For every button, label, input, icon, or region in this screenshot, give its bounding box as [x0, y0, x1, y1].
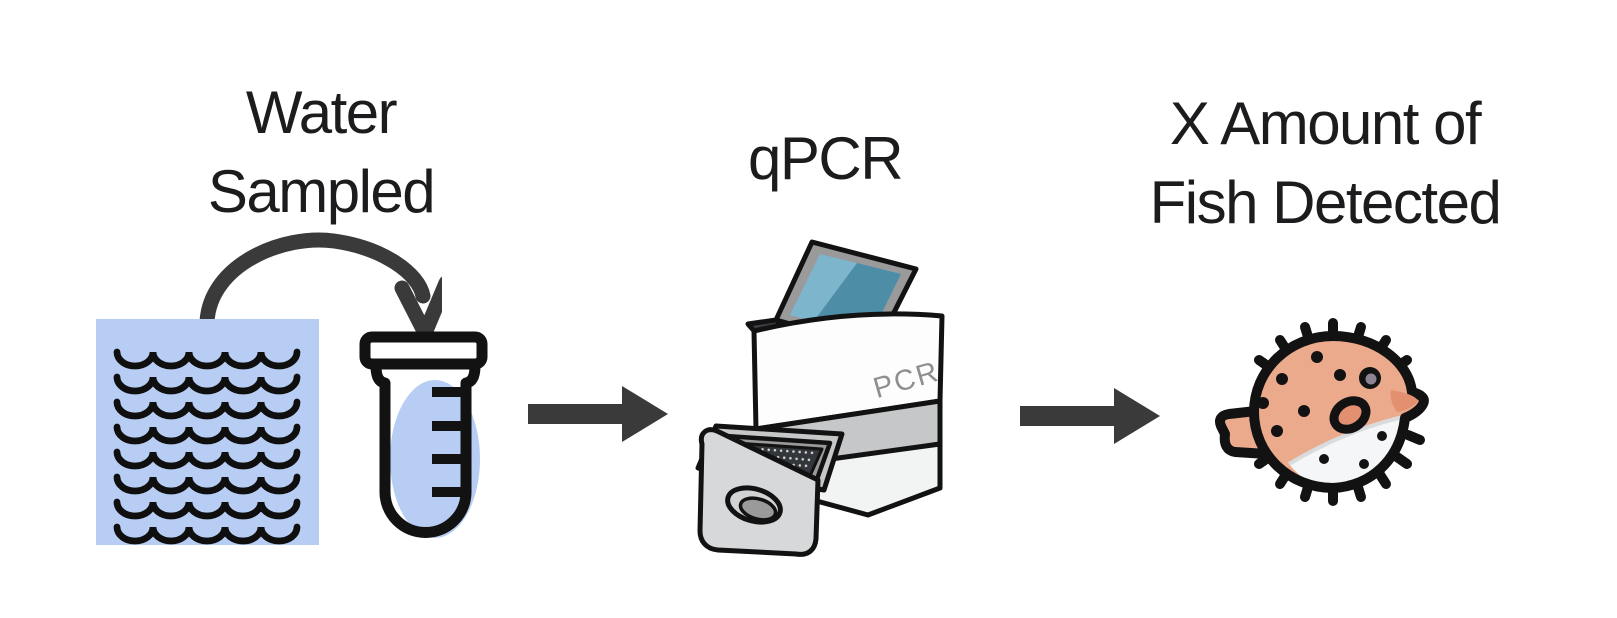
fish-snout — [1390, 390, 1418, 412]
pufferfish-icon — [1215, 318, 1429, 506]
step-label-qpcr: qPCR — [625, 120, 1025, 199]
label-line: Fish Detected — [1149, 168, 1502, 236]
right-arrow-icon — [528, 386, 668, 442]
tube-cap-rim — [359, 331, 488, 370]
sample-tube-icon — [359, 331, 488, 538]
label-line: qPCR — [747, 125, 904, 192]
qpcr-machine-icon: PCR — [695, 239, 945, 557]
machine-drawer — [695, 423, 845, 557]
step-label-water-sampled: Water Sampled — [121, 74, 521, 231]
step-label-fish-detected: X Amount of Fish Detected — [1125, 85, 1525, 242]
water-waves-icon — [96, 319, 319, 545]
fish-pupil — [1365, 373, 1377, 385]
machine-body — [751, 311, 945, 432]
label-line: Water — [245, 79, 398, 146]
label-line: Sampled — [207, 157, 436, 225]
right-arrow-icon — [1020, 388, 1160, 444]
label-line: X Amount of — [1169, 90, 1482, 157]
fish-spots — [1257, 351, 1387, 469]
fish-mouth — [1329, 396, 1371, 434]
